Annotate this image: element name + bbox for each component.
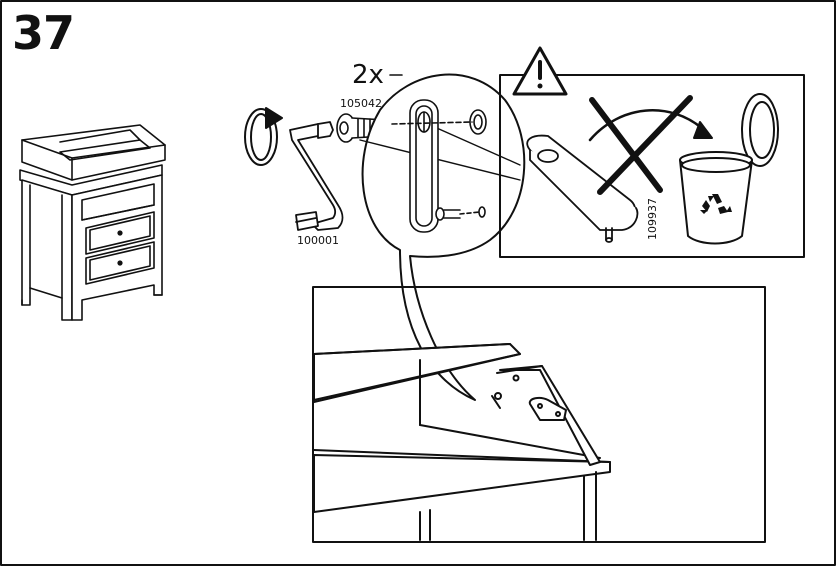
dispose-arrow <box>590 110 704 140</box>
recycle-bin-icon <box>680 94 778 244</box>
panel-part-number: 109937 <box>646 198 659 240</box>
changing-table-illustration <box>20 125 165 320</box>
rotate-icon <box>245 108 282 165</box>
warning-icon <box>514 48 566 94</box>
key-part-number: 100001 <box>297 234 339 247</box>
bolt-part-number: 105042 <box>340 97 382 110</box>
quantity-label: 2x <box>352 60 384 90</box>
panel-piece-icon <box>527 136 637 242</box>
hex-key-icon <box>290 122 343 230</box>
detail-panel-drawing <box>314 344 610 540</box>
step-number: 37 <box>12 10 74 56</box>
